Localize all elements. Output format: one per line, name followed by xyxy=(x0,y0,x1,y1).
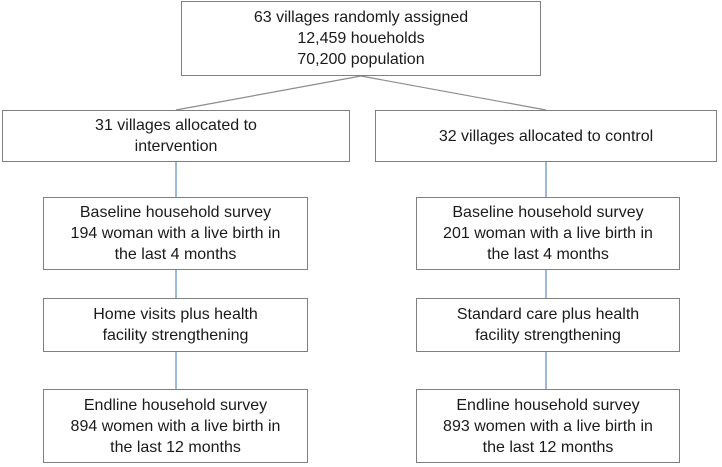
control-treatment-line-2: facility strengthening xyxy=(475,327,621,344)
control-endline-line-2: 893 women with a live birth in xyxy=(443,417,653,435)
control-endline-box: Endline household survey 893 women with … xyxy=(416,389,680,463)
randomization-population: 70,200 population xyxy=(297,51,425,68)
control-baseline-line-1: Baseline household survey xyxy=(452,204,644,221)
intervention-endline-box: Endline household survey 894 women with … xyxy=(43,389,308,463)
intervention-treatment-box: Home visits plus health facility strengt… xyxy=(43,298,308,352)
intervention-allocation-line-1: 31 villages allocated to xyxy=(95,117,257,134)
split-line-right xyxy=(360,75,547,111)
control-baseline-line-2: 201 woman with a live birth in xyxy=(443,225,653,242)
control-treatment-line-1: Standard care plus health xyxy=(456,306,640,323)
intervention-baseline-line-3: the last 4 months xyxy=(114,246,237,263)
control-endline-line-1: Endline household survey xyxy=(456,396,640,414)
control-allocation-box: 32 villages allocated to control xyxy=(375,110,717,162)
intervention-allocation-box: 31 villages allocated to intervention xyxy=(2,110,350,162)
control-baseline-box: Baseline household survey 201 woman with… xyxy=(416,197,680,270)
intervention-allocation-line-2: intervention xyxy=(134,138,218,155)
split-line-left xyxy=(175,75,362,111)
intervention-baseline-line-1: Baseline household survey xyxy=(79,204,272,221)
randomization-households: 12,459 houeholds xyxy=(297,30,425,47)
intervention-endline-line-3: the last 12 months xyxy=(110,438,241,456)
control-baseline-line-3: the last 4 months xyxy=(487,246,609,263)
intervention-treatment-line-1: Home visits plus health xyxy=(93,306,258,323)
randomization-villages: 63 villages randomly assigned xyxy=(253,9,469,26)
intervention-endline-line-1: Endline household survey xyxy=(83,396,268,414)
control-treatment-box: Standard care plus health facility stren… xyxy=(416,298,680,352)
intervention-baseline-line-2: 194 woman with a live birth in xyxy=(70,225,281,242)
intervention-endline-line-2: 894 women with a live birth in xyxy=(70,417,281,435)
intervention-baseline-box: Baseline household survey 194 woman with… xyxy=(43,197,308,270)
randomization-box: 63 villages randomly assigned 12,459 hou… xyxy=(181,1,541,76)
control-endline-line-3: the last 12 months xyxy=(482,438,614,456)
intervention-treatment-line-2: facility strengthening xyxy=(102,327,249,344)
control-allocation-line-1: 32 villages allocated to control xyxy=(438,127,654,145)
